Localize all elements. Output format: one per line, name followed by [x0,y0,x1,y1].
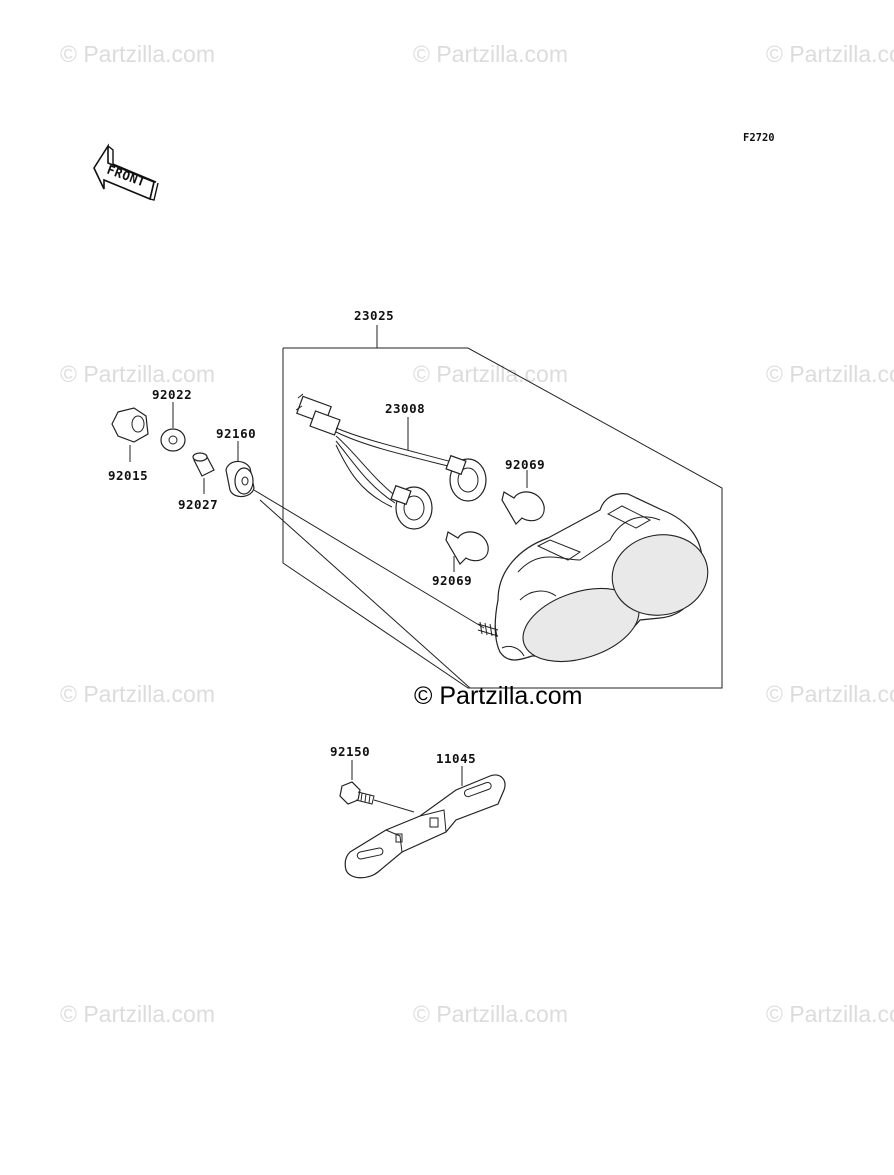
leader-box-bottom [259,499,471,689]
watermark: © Partzilla.com [413,41,568,67]
watermark: © Partzilla.com [766,681,894,707]
watermark: © Partzilla.com [766,41,894,67]
callout-92160[interactable]: 92160 [216,426,256,441]
callout-92015[interactable]: 92015 [108,468,148,483]
watermark: © Partzilla.com [413,361,568,387]
callout-92027[interactable]: 92027 [178,497,218,512]
wiring-harness-23008 [295,393,487,530]
bolt-92150 [339,760,415,813]
watermark: © Partzilla.com [60,41,215,67]
callout-92069-upper[interactable]: 92069 [505,457,545,472]
bulb-92069-lower [445,531,489,572]
callout-23025[interactable]: 23025 [354,308,394,323]
callout-92022[interactable]: 92022 [152,387,192,402]
front-arrow-icon: FRONT [93,143,159,201]
assembly-box-23025 [282,325,723,689]
watermark: © Partzilla.com [413,1001,568,1027]
callout-23008[interactable]: 23008 [385,401,425,416]
callout-11045[interactable]: 11045 [436,751,476,766]
tail-light-housing [477,493,709,663]
nut-92015 [111,407,149,462]
watermark: © Partzilla.com [60,361,215,387]
leader-92160 [253,489,485,629]
watermark: © Partzilla.com [766,361,894,387]
watermark-layer: © Partzilla.com © Partzilla.com © Partzi… [60,41,894,1027]
callout-92150[interactable]: 92150 [330,744,370,759]
watermark: © Partzilla.com [766,1001,894,1027]
copyright-notice: © Partzilla.com [414,682,582,710]
figure-code: F2720 [743,132,775,144]
bracket-11045 [344,766,506,879]
bulb-92069-upper [501,470,545,525]
watermark: © Partzilla.com [60,681,215,707]
grommet-92160 [225,441,255,498]
callout-92069-lower[interactable]: 92069 [432,573,472,588]
washer-92022 [160,402,186,452]
watermark: © Partzilla.com [60,1001,215,1027]
collar-92027 [192,452,215,494]
